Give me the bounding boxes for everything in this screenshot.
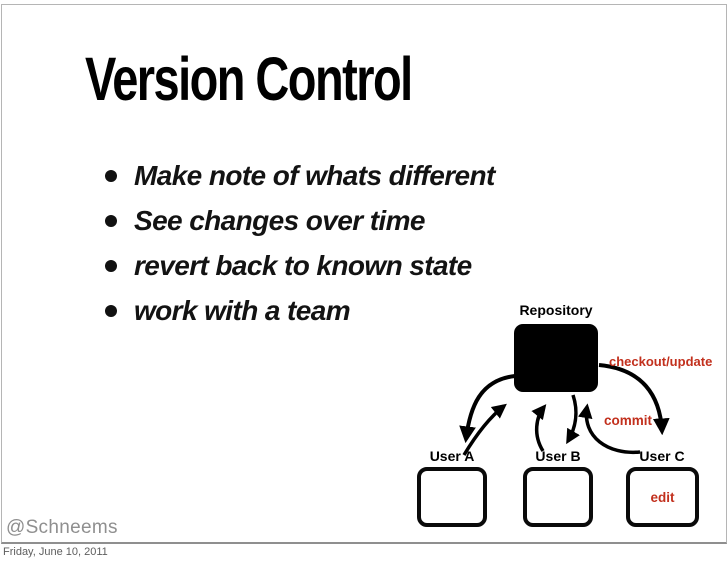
bullet-icon [105, 304, 117, 317]
arrow-checkout-repo-to-user-a [459, 374, 516, 444]
list-item: See changes over time [105, 198, 495, 243]
arrow-commit-user-a-to-repo [462, 403, 507, 456]
user-b-label: User B [535, 448, 581, 464]
slide-title: Version Control [85, 45, 413, 113]
list-item: revert back to known state [105, 243, 495, 288]
commit-label: commit [604, 413, 653, 428]
list-item: Make note of whats different [105, 153, 495, 198]
user-a-label: User A [429, 448, 475, 464]
user-b-box [523, 467, 593, 527]
list-item: work with a team [105, 288, 495, 333]
bullet-text: Make note of whats different [134, 159, 495, 191]
bullet-text: revert back to known state [134, 249, 472, 281]
bullet-icon [105, 214, 117, 227]
slide-canvas: Version Control Make note of whats diffe… [1, 4, 727, 544]
arrow-commit-user-c-to-repo [577, 403, 641, 455]
user-a-box [417, 467, 487, 527]
bullet-icon [105, 169, 117, 182]
bullet-list: Make note of whats different See changes… [105, 153, 495, 333]
arrow-checkout-repo-to-user-c [598, 363, 670, 436]
bullet-text: work with a team [134, 294, 351, 326]
bullet-text: See changes over time [134, 204, 425, 236]
user-c-label: User C [639, 448, 685, 464]
repository-label: Repository [519, 302, 593, 318]
checkout-update-label: checkout/update [609, 354, 713, 369]
date-caption: Friday, June 10, 2011 [3, 546, 108, 558]
twitter-handle: @Schneems [6, 517, 118, 538]
arrow-commit-user-b-to-repo [531, 404, 547, 452]
user-c-box: edit [626, 467, 699, 527]
arrow-checkout-repo-to-user-b [566, 394, 580, 445]
bullet-icon [105, 259, 117, 272]
repository-box [514, 324, 598, 392]
edit-label: edit [650, 489, 675, 505]
